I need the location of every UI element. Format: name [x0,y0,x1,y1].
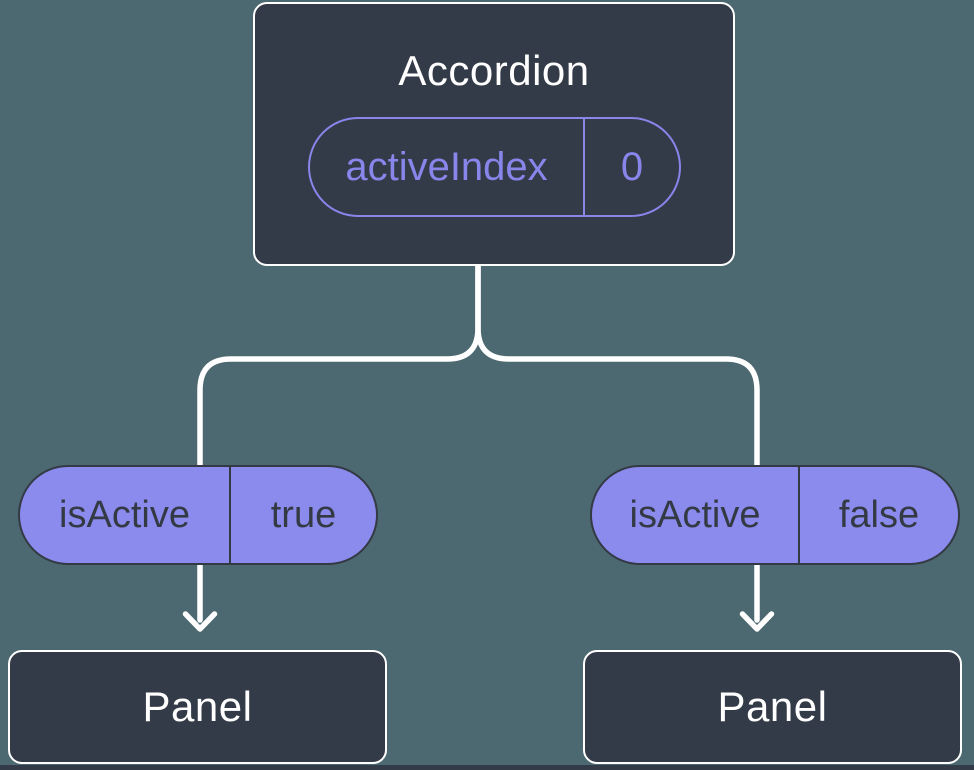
panel-node-title: Panel [142,683,253,730]
state-pill-activeindex: activeIndex 0 [308,117,681,217]
panel-node-left: Panel [8,650,387,764]
bottom-edge-strip [0,765,974,770]
accordion-node-title: Accordion [398,47,590,94]
prop-pill-isactive-left: isActive true [18,465,378,565]
arrowhead-down-left-icon [182,611,218,632]
state-pill-value: 0 [583,119,679,215]
prop-pill-name: isActive [59,494,190,536]
prop-pill-name: isActive [629,494,761,536]
prop-pill-value: true [229,467,376,563]
branch-line-right [475,263,760,623]
panel-node-title: Panel [717,683,828,730]
prop-pill-value: false [798,467,958,563]
panel-node-right: Panel [583,650,962,764]
arrowhead-down-right-icon [739,611,775,632]
accordion-node: Accordion activeIndex 0 [253,2,735,266]
branch-line-left [197,263,481,623]
prop-pill-isactive-right: isActive false [590,465,960,565]
state-pill-name: activeIndex [345,145,548,189]
